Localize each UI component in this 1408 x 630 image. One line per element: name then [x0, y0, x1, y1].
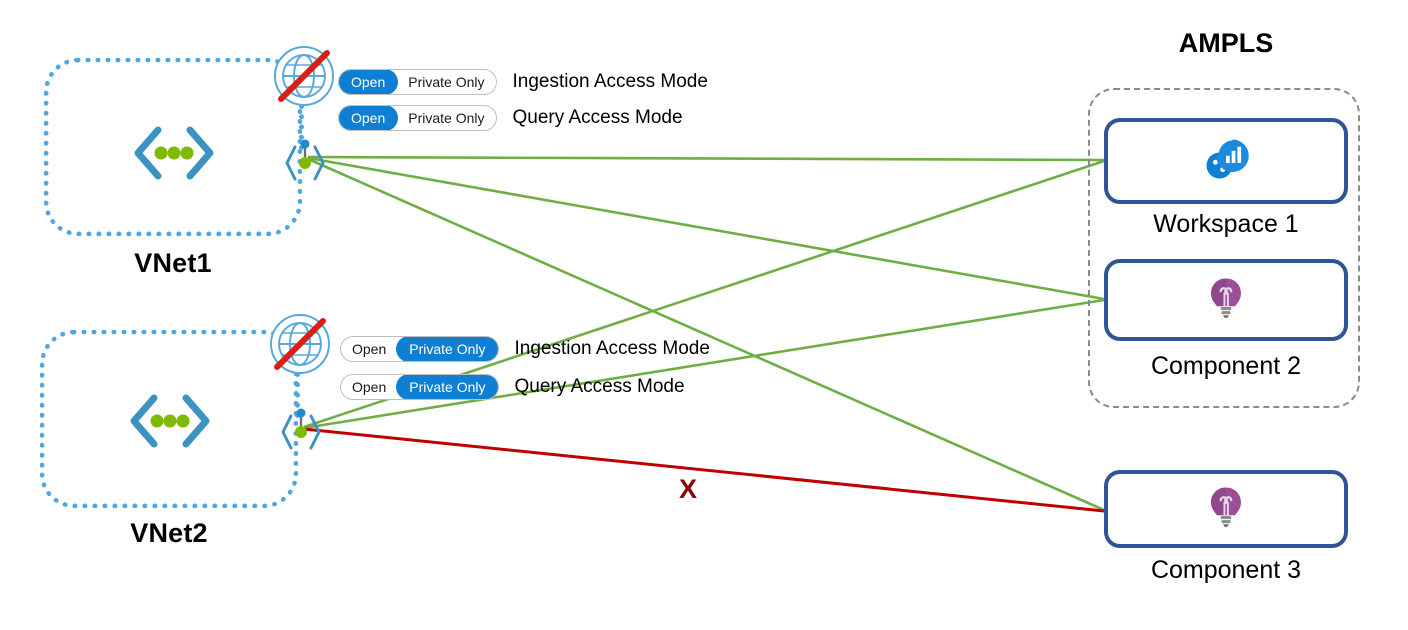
connection-vnet1-component2	[307, 156, 1105, 301]
vnet2-query-option-private-only[interactable]: Private Only	[396, 375, 498, 399]
vnet-subnet-icon	[124, 390, 216, 452]
vnet1-ingestion-access-mode-row[interactable]: Open Private Only Ingestion Access Mode	[338, 69, 708, 95]
vnet1-ingestion-toggle[interactable]: Open Private Only	[338, 69, 497, 95]
private-endpoint-icon	[281, 402, 321, 462]
resource-component3-label: Component 3	[1150, 556, 1302, 584]
resource-component2-label: Component 2	[1150, 352, 1302, 380]
vnet1-query-option-private-only[interactable]: Private Only	[408, 110, 485, 126]
connection-vnet1-component3	[307, 157, 1105, 512]
resource-component3[interactable]	[1104, 470, 1348, 548]
connection-vnet2-component3-blocked	[303, 427, 1105, 513]
vnet1-query-toggle[interactable]: Open Private Only	[338, 105, 497, 131]
application-insights-icon	[1202, 483, 1250, 536]
vnet1-ingestion-option-private-only[interactable]: Private Only	[408, 74, 485, 90]
vnet2-ingestion-access-mode-row[interactable]: Open Private Only Ingestion Access Mode	[340, 336, 710, 362]
application-insights-icon	[1202, 274, 1250, 327]
no-internet-globe-icon	[268, 312, 332, 376]
vnet1-label: VNet1	[134, 248, 212, 278]
resource-workspace1[interactable]	[1104, 118, 1348, 204]
log-analytics-workspace-icon	[1200, 133, 1252, 190]
connection-vnet2-component2	[303, 298, 1105, 430]
vnet1-endpoint-stem	[299, 104, 304, 150]
no-internet-globe-icon	[272, 44, 336, 108]
connection-vnet1-workspace1	[307, 155, 1105, 162]
ampls-title: AMPLS	[1178, 28, 1274, 58]
vnet2-query-toggle[interactable]: Open Private Only	[340, 374, 499, 400]
vnet1-query-access-mode-row[interactable]: Open Private Only Query Access Mode	[338, 105, 683, 131]
vnet2-query-option-open[interactable]: Open	[352, 379, 387, 395]
vnet1-query-access-mode-label: Query Access Mode	[512, 107, 683, 128]
vnet2-ingestion-option-private-only[interactable]: Private Only	[396, 337, 498, 361]
vnet1-ingestion-access-mode-label: Ingestion Access Mode	[512, 71, 708, 92]
vnet2-label: VNet2	[130, 518, 208, 548]
vnet2-query-access-mode-label: Query Access Mode	[514, 376, 685, 397]
vnet2-ingestion-toggle[interactable]: Open Private Only	[340, 336, 499, 362]
vnet2-endpoint-stem	[295, 372, 300, 418]
vnet2-boundary	[40, 330, 298, 508]
vnet2-ingestion-access-mode-label: Ingestion Access Mode	[514, 338, 710, 359]
blocked-connection-marker: X	[679, 474, 698, 504]
resource-workspace1-label: Workspace 1	[1153, 210, 1299, 238]
vnet2-query-access-mode-row[interactable]: Open Private Only Query Access Mode	[340, 374, 685, 400]
vnet2-ingestion-option-open[interactable]: Open	[352, 341, 387, 357]
private-endpoint-icon	[285, 133, 325, 193]
vnet-subnet-icon	[128, 122, 220, 184]
vnet1-query-option-open[interactable]: Open	[338, 106, 399, 130]
resource-component2[interactable]	[1104, 259, 1348, 341]
vnet1-ingestion-option-open[interactable]: Open	[338, 70, 399, 94]
ampls-boundary	[1088, 88, 1360, 408]
